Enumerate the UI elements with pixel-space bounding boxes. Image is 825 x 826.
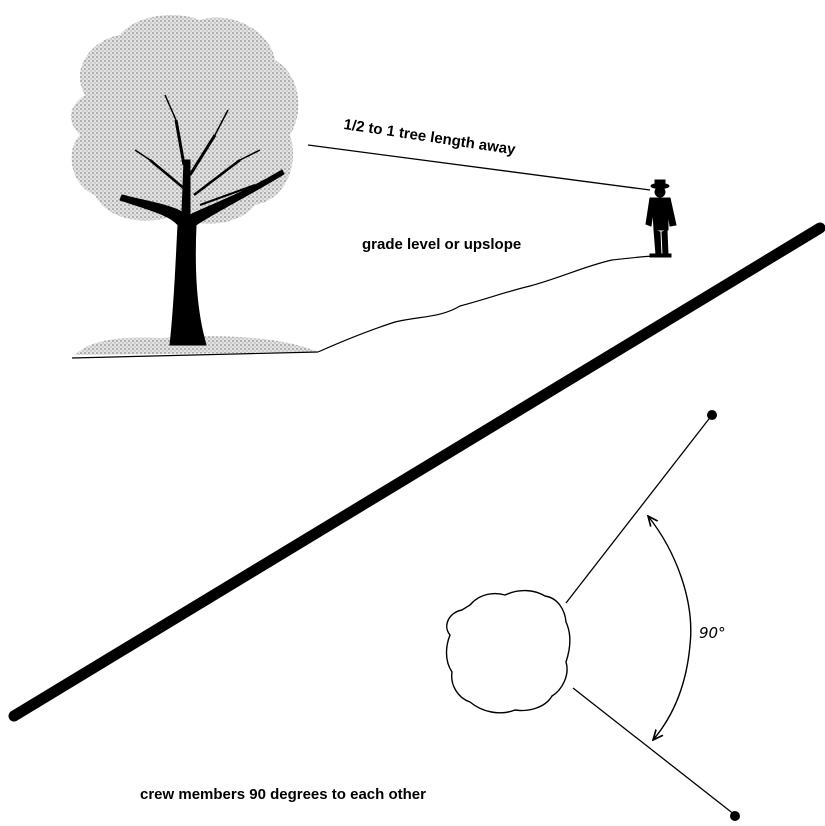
- top-panel: [71, 15, 676, 358]
- divider-bar: [14, 228, 820, 716]
- bottom-panel: [447, 410, 741, 821]
- trunk-outline: [447, 591, 570, 713]
- slope-line: [318, 255, 670, 352]
- crew-line-upper: [566, 415, 712, 603]
- grade-label: grade level or upslope: [362, 236, 521, 253]
- crew-member-dot-lower: [730, 811, 740, 821]
- angle-label: 90°: [699, 624, 726, 642]
- crew-caption: crew members 90 degrees to each other: [140, 786, 426, 803]
- crew-line-lower: [573, 688, 735, 815]
- observer-figure: [646, 180, 676, 257]
- crew-member-dot-upper: [707, 410, 717, 420]
- angle-arc: [648, 516, 691, 740]
